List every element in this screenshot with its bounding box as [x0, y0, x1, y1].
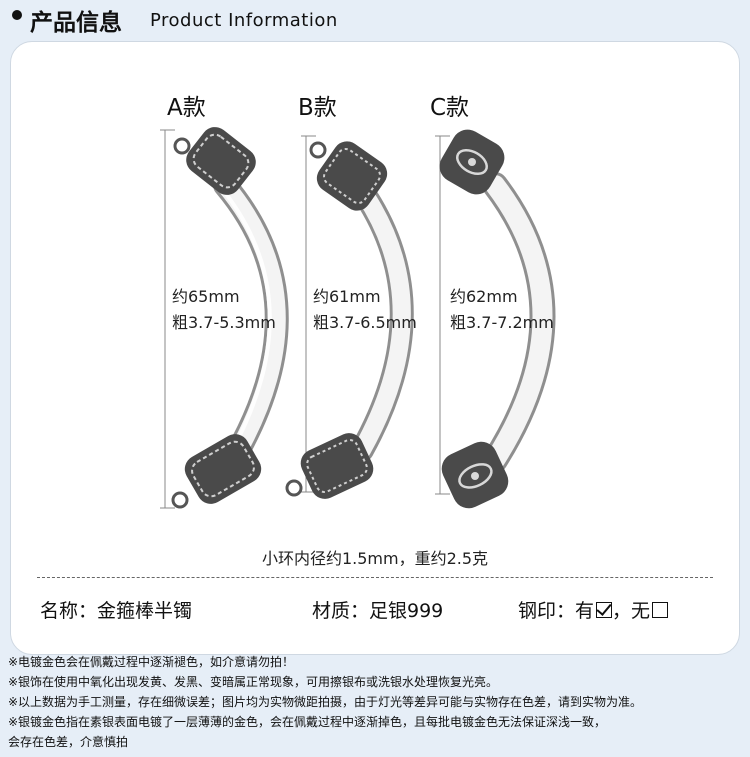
measure-line-c	[435, 135, 450, 495]
note-item: ※银镀金色指在素银表面电镀了一层薄薄的金色，会在佩戴过程中逐渐掉色，且每批电镀金…	[8, 715, 607, 729]
bangle-c	[439, 129, 556, 509]
section-subtitle: Product Information	[150, 10, 338, 31]
product-name: 名称：金箍棒半镯	[40, 600, 193, 622]
section-header: 产品信息 Product Information	[0, 0, 750, 40]
notes-list: ※电镀金色会在佩戴过程中逐渐褪色，如介意请勿拍！ ※银饰在使用中氧化出现发黄、发…	[8, 652, 748, 752]
product-card	[10, 41, 740, 655]
variant-label-a: A款	[167, 95, 206, 121]
thickness-a: 粗3.7-5.3mm	[172, 313, 276, 332]
divider	[37, 577, 713, 578]
stamp-separator: ，无	[612, 600, 651, 622]
variant-label-c: C款	[430, 95, 470, 121]
length-c: 约62mm	[450, 287, 518, 306]
bangle-a	[171, 127, 289, 509]
ring-size-note: 小环内径约1.5mm，重约2.5克	[261, 549, 489, 568]
measure-line-a	[160, 129, 175, 509]
spec-c: 约62mm 粗3.7-7.2mm	[450, 284, 554, 336]
bangle-b	[285, 141, 414, 499]
thickness-c: 粗3.7-7.2mm	[450, 313, 554, 332]
length-a: 约65mm	[172, 287, 240, 306]
stamp-yes-checkbox	[596, 602, 613, 618]
spec-a: 约65mm 粗3.7-5.3mm	[172, 284, 276, 336]
product-material: 材质：足银999	[312, 600, 444, 622]
length-b: 约61mm	[313, 287, 381, 306]
bullet-icon	[12, 10, 22, 20]
note-item: ※银饰在使用中氧化出现发黄、发黑、变暗属正常现象，可用擦银布或洗银水处理恢复光亮…	[8, 675, 499, 689]
variant-label-b: B款	[298, 95, 337, 121]
stamp-no-checkbox	[652, 602, 669, 618]
note-item: ※电镀金色会在佩戴过程中逐渐褪色，如介意请勿拍！	[8, 655, 295, 669]
note-item: 会存在色差，介意慎拍	[8, 735, 129, 749]
stamp-label: 钢印：有	[518, 600, 595, 622]
section-title: 产品信息	[30, 10, 122, 36]
stamp-info: 钢印：有 ，无	[518, 596, 669, 623]
spec-b: 约61mm 粗3.7-6.5mm	[313, 284, 417, 336]
thickness-b: 粗3.7-6.5mm	[313, 313, 417, 332]
note-item: ※以上数据为手工测量，存在细微误差；图片均为实物微距拍摄，由于灯光等差异可能与实…	[8, 695, 643, 709]
